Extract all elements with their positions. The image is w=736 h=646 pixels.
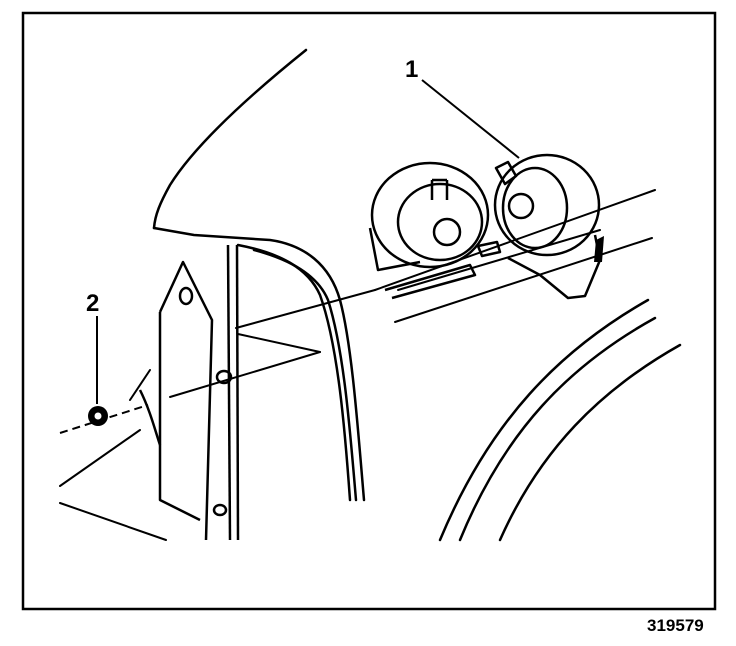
horn-front-body	[493, 153, 601, 257]
fender-panel	[152, 48, 366, 502]
horn-rear-face	[396, 182, 484, 262]
callout-2-label: 2	[86, 290, 100, 317]
callout-1-leader	[421, 79, 520, 159]
horn-front-terminal	[507, 192, 535, 220]
projection-lines	[59, 189, 656, 541]
horn-front-face	[501, 166, 569, 250]
horn-rear-body	[370, 161, 490, 269]
horn-rear-terminal	[432, 217, 462, 247]
horn-mount-shading	[594, 236, 604, 262]
bracket-hole-middle	[215, 369, 233, 385]
bracket-hole-upper	[178, 286, 194, 306]
diagram-border	[21, 11, 717, 611]
callout-leaders	[96, 79, 520, 404]
callout-1-label: 1	[405, 56, 419, 83]
support-bracket	[138, 244, 240, 541]
figure-number: 319579	[647, 616, 704, 635]
nut-fastener	[88, 406, 108, 426]
wheel-well	[438, 298, 682, 542]
horn-assembly	[368, 153, 602, 300]
bracket-hole-lower	[212, 503, 228, 517]
